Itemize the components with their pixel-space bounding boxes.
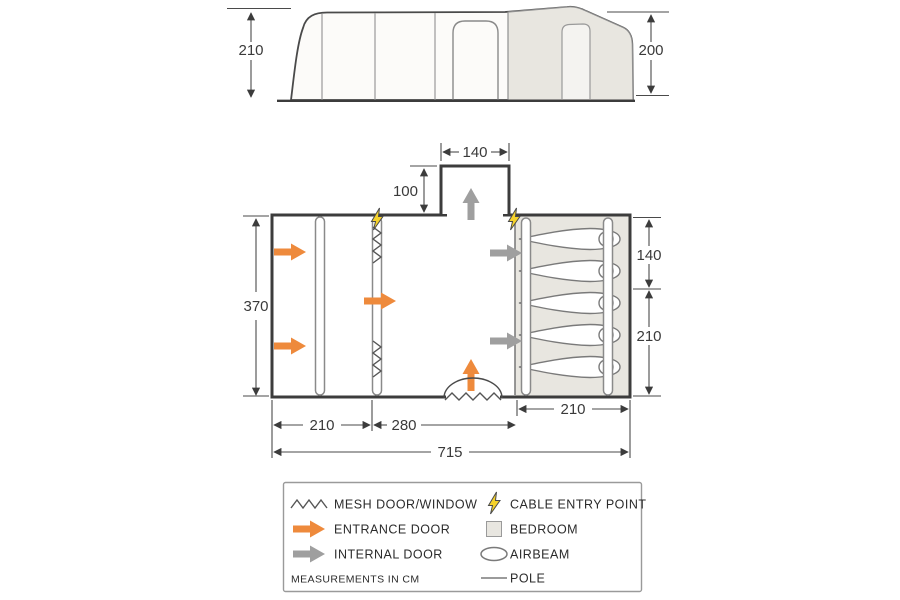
dim-porch-width: 140 bbox=[440, 143, 510, 161]
legend-box bbox=[282, 481, 643, 593]
mesh-window-lower bbox=[371, 340, 383, 378]
dim-label-body-depth: 370 bbox=[243, 298, 268, 315]
mesh-door-front bbox=[444, 392, 502, 401]
mesh-window-upper bbox=[371, 226, 383, 264]
dim-label-elevation-left: 210 bbox=[238, 42, 263, 59]
elevation-door-arch bbox=[452, 20, 499, 100]
dim-right-lower: 210 bbox=[633, 290, 662, 397]
dim-label-section-mid: 280 bbox=[391, 417, 416, 434]
airbeam-4 bbox=[602, 217, 614, 396]
legend-internal-label: INTERNAL DOOR bbox=[334, 548, 443, 562]
dim-body-depth: 370 bbox=[243, 215, 269, 397]
legend-item-airbeam: AIRBEAM bbox=[480, 546, 570, 562]
dim-right-upper: 140 bbox=[633, 216, 662, 290]
dim-label-porch-depth: 100 bbox=[393, 183, 418, 200]
dim-label-bedroom-width: 210 bbox=[560, 401, 585, 418]
legend-item-bedroom: BEDROOM bbox=[486, 521, 578, 537]
entrance-door-arrow bbox=[274, 243, 306, 261]
elevation-view: 210 200 bbox=[227, 5, 669, 103]
legend-item-entrance: ENTRANCE DOOR bbox=[293, 520, 450, 538]
legend-bedroom-label: BEDROOM bbox=[510, 523, 578, 537]
legend-item-mesh: MESH DOOR/WINDOW bbox=[290, 498, 477, 512]
airbeam-3 bbox=[520, 217, 532, 396]
elevation-poles bbox=[321, 13, 436, 100]
legend: MESH DOOR/WINDOW ENTRANCE DOOR INTERNAL … bbox=[282, 481, 647, 593]
legend-pole-label: POLE bbox=[510, 572, 545, 586]
bedroom-swatch-icon bbox=[486, 521, 502, 537]
entrance-door-arrow bbox=[274, 337, 306, 355]
dim-label-right-upper: 140 bbox=[636, 247, 661, 264]
door-swing-arc bbox=[443, 377, 503, 399]
dim-label-section-left: 210 bbox=[309, 417, 334, 434]
entrance-door-arrow bbox=[462, 359, 480, 391]
airbeam-icon bbox=[480, 546, 508, 562]
dim-bottom: 210 280 715 210 bbox=[271, 400, 631, 461]
legend-item-pole: POLE bbox=[481, 572, 545, 586]
dim-label-total-width: 715 bbox=[437, 444, 462, 461]
legend-cable-label: CABLE ENTRY POINT bbox=[510, 498, 647, 512]
elevation-bedroom-door bbox=[561, 23, 591, 99]
porch-outline bbox=[439, 164, 511, 214]
dim-label-elevation-right: 200 bbox=[638, 42, 663, 59]
dim-label-porch-width: 140 bbox=[462, 144, 487, 161]
legend-airbeam-label: AIRBEAM bbox=[510, 548, 570, 562]
legend-item-cable: CABLE ENTRY POINT bbox=[488, 491, 647, 515]
dim-label-right-lower: 210 bbox=[636, 328, 661, 345]
legend-mesh-label: MESH DOOR/WINDOW bbox=[334, 498, 477, 512]
mesh-icon bbox=[290, 498, 328, 510]
dim-elevation-left: 210 bbox=[227, 7, 291, 98]
dim-elevation-right: 200 bbox=[607, 11, 669, 97]
legend-item-internal: INTERNAL DOOR bbox=[293, 545, 443, 563]
floor-plan: 140 100 370 140 210 bbox=[243, 143, 662, 461]
dim-porch-depth: 100 bbox=[393, 165, 437, 213]
airbeam-1 bbox=[314, 216, 326, 396]
legend-entrance-label: ENTRANCE DOOR bbox=[334, 523, 450, 537]
legend-measurements-note: MEASUREMENTS IN CM bbox=[291, 574, 420, 586]
